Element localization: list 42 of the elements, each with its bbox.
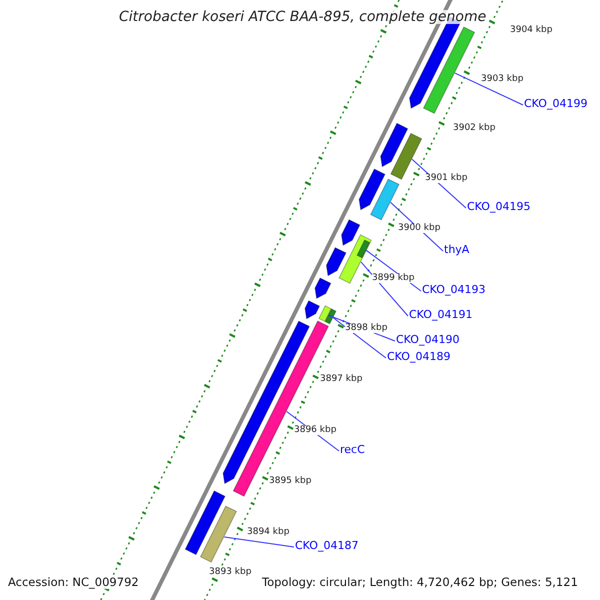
tick-label: 3903 kbp [481, 75, 524, 84]
gene-bar [314, 277, 332, 300]
tick-label: 3904 kbp [510, 26, 552, 35]
gene-bar [422, 26, 476, 114]
gene-bar [356, 239, 370, 258]
gene-bar [318, 305, 332, 322]
gene-label: CKO_04187 [295, 540, 358, 551]
gene-bar [370, 178, 400, 220]
leader-line [360, 261, 408, 316]
gene-label: thyA [444, 244, 470, 255]
tick-label: 3899 kbp [372, 274, 414, 283]
gene-label: CKO_04189 [387, 351, 450, 362]
tick-label: 3902 kbp [453, 124, 496, 133]
tick-label: 3893 kbp [209, 568, 252, 577]
tick-label: 3896 kbp [294, 426, 336, 435]
accession-text: Accession: NC_009792 [8, 577, 139, 588]
tick-label: 3901 kbp [425, 174, 468, 183]
tick-label: 3897 kbp [320, 375, 362, 384]
tick-label: 3894 kbp [247, 528, 290, 537]
gene-label: CKO_04195 [467, 201, 530, 212]
leader-line [454, 72, 524, 106]
leader-line [224, 536, 294, 548]
leader-line [332, 317, 386, 358]
genome-info-text: Topology: circular; Length: 4,720,462 bp; Genes: 5,121 [262, 577, 578, 588]
tick-label: 3895 kbp [269, 477, 312, 486]
gene-label: CKO_04193 [422, 284, 486, 295]
gene-label: CKO_04190 [396, 334, 460, 345]
gene-bar [326, 247, 347, 276]
tick-label: 3898 kbp [345, 324, 388, 333]
gene-label: CKO_04199 [524, 98, 588, 109]
tick-label: 3900 kbp [398, 224, 440, 233]
gene-bar [380, 122, 408, 168]
title: Citrobacter koseri ATCC BAA-895, complete genome [119, 10, 486, 24]
gene-bar [390, 132, 422, 180]
gene-bar [341, 219, 360, 246]
gene-bar [184, 490, 226, 556]
gene-bar [200, 506, 237, 563]
gene-bar [358, 168, 386, 210]
gene-label: CKO_04191 [409, 309, 472, 320]
gene-label: recC [340, 444, 365, 455]
gene-bar [324, 308, 337, 324]
gene-bar [304, 300, 320, 320]
